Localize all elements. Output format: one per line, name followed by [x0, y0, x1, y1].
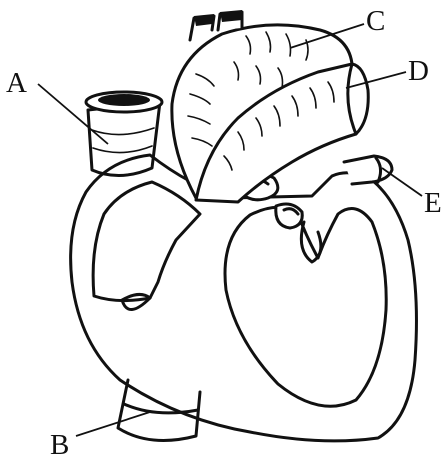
label-d: D: [408, 55, 429, 87]
label-b: B: [50, 429, 69, 461]
label-e: E: [424, 187, 442, 219]
label-c: C: [366, 5, 385, 37]
inferior-vena-cava: [118, 380, 200, 441]
leader-e: [382, 168, 422, 196]
label-a: A: [6, 67, 27, 99]
